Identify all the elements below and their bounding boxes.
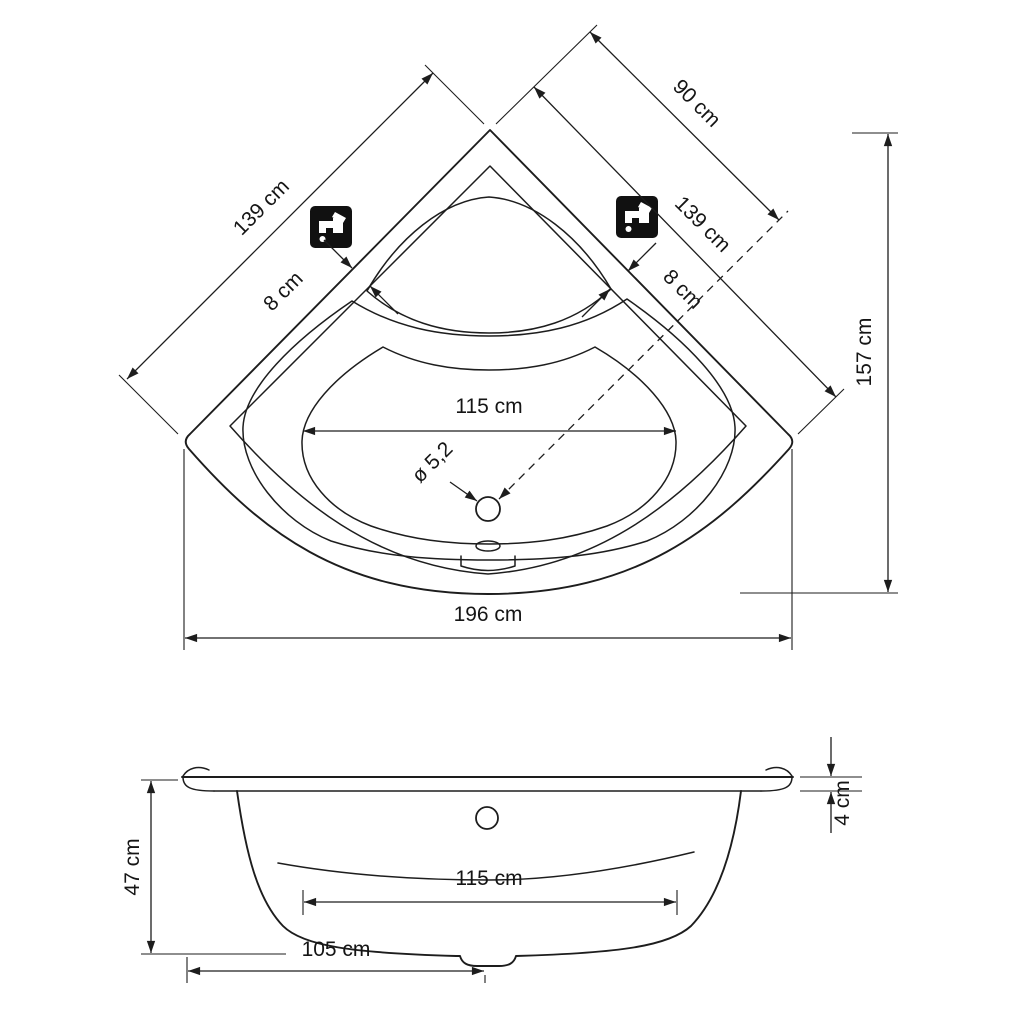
dim-label-wall-right-8: 8 cm: [658, 265, 706, 313]
faucet-icon-right: [616, 196, 658, 238]
dimension-side-inner-115: 115 cm: [302, 867, 678, 915]
dimension-right-90: 90 cm: [495, 24, 780, 221]
dimension-width-196: 196 cm: [183, 449, 793, 650]
dimension-offset-105: 105 cm: [186, 938, 486, 983]
tub-inner-wall: [229, 165, 747, 575]
dimension-height-157: 157 cm: [740, 132, 898, 594]
front-fitting: [460, 555, 516, 572]
dim-label-inner-115: 115 cm: [455, 395, 522, 418]
dimension-depth-47: 47 cm: [121, 779, 286, 955]
rim-right-curl: [765, 766, 793, 777]
tub-body-section: [236, 790, 742, 967]
basin-floor-contour: [301, 346, 677, 545]
dimension-drain-diameter: ø 5,2: [407, 437, 478, 502]
dimension-left-139: 139 cm: [118, 64, 485, 435]
dim-label-right-139: 139 cm: [670, 192, 735, 257]
dimension-wall-right-8: 8 cm: [581, 242, 707, 318]
dim-label-drain: ø 5,2: [407, 437, 457, 487]
dim-label-wall-left-8: 8 cm: [259, 267, 307, 315]
dim-label-width-196: 196 cm: [454, 603, 523, 626]
dim-label-left-139: 139 cm: [229, 175, 294, 240]
rim-left-curl: [182, 766, 210, 777]
dimension-inner-115: 115 cm: [303, 395, 676, 436]
dimension-right-139: 139 cm: [533, 86, 845, 435]
interior-curve: [277, 851, 695, 881]
dimension-rim-4: 4 cm: [800, 737, 862, 833]
overflow-circle: [475, 806, 499, 830]
dim-label-depth-47: 47 cm: [121, 838, 144, 895]
top-view: 139 cm 90 cm 139 cm 8 cm 8 cm: [118, 24, 898, 650]
overflow-slot: [475, 540, 501, 552]
faucet-icon-left: [310, 206, 352, 248]
rim-left-cap: [182, 776, 215, 792]
dim-label-side-inner-115: 115 cm: [455, 867, 522, 890]
tub-outer-outline: [184, 129, 794, 595]
dim-label-rim-4: 4 cm: [831, 780, 854, 826]
dim-label-offset-105: 105 cm: [302, 938, 371, 961]
drain-centre-dashed-line: [498, 210, 789, 500]
dim-label-right-90: 90 cm: [668, 75, 725, 132]
side-view: 47 cm 4 cm 115 cm 105 cm: [121, 737, 862, 983]
drain-circle: [475, 496, 501, 522]
rim-right-cap: [760, 776, 793, 792]
dim-label-height-157: 157 cm: [853, 318, 876, 387]
